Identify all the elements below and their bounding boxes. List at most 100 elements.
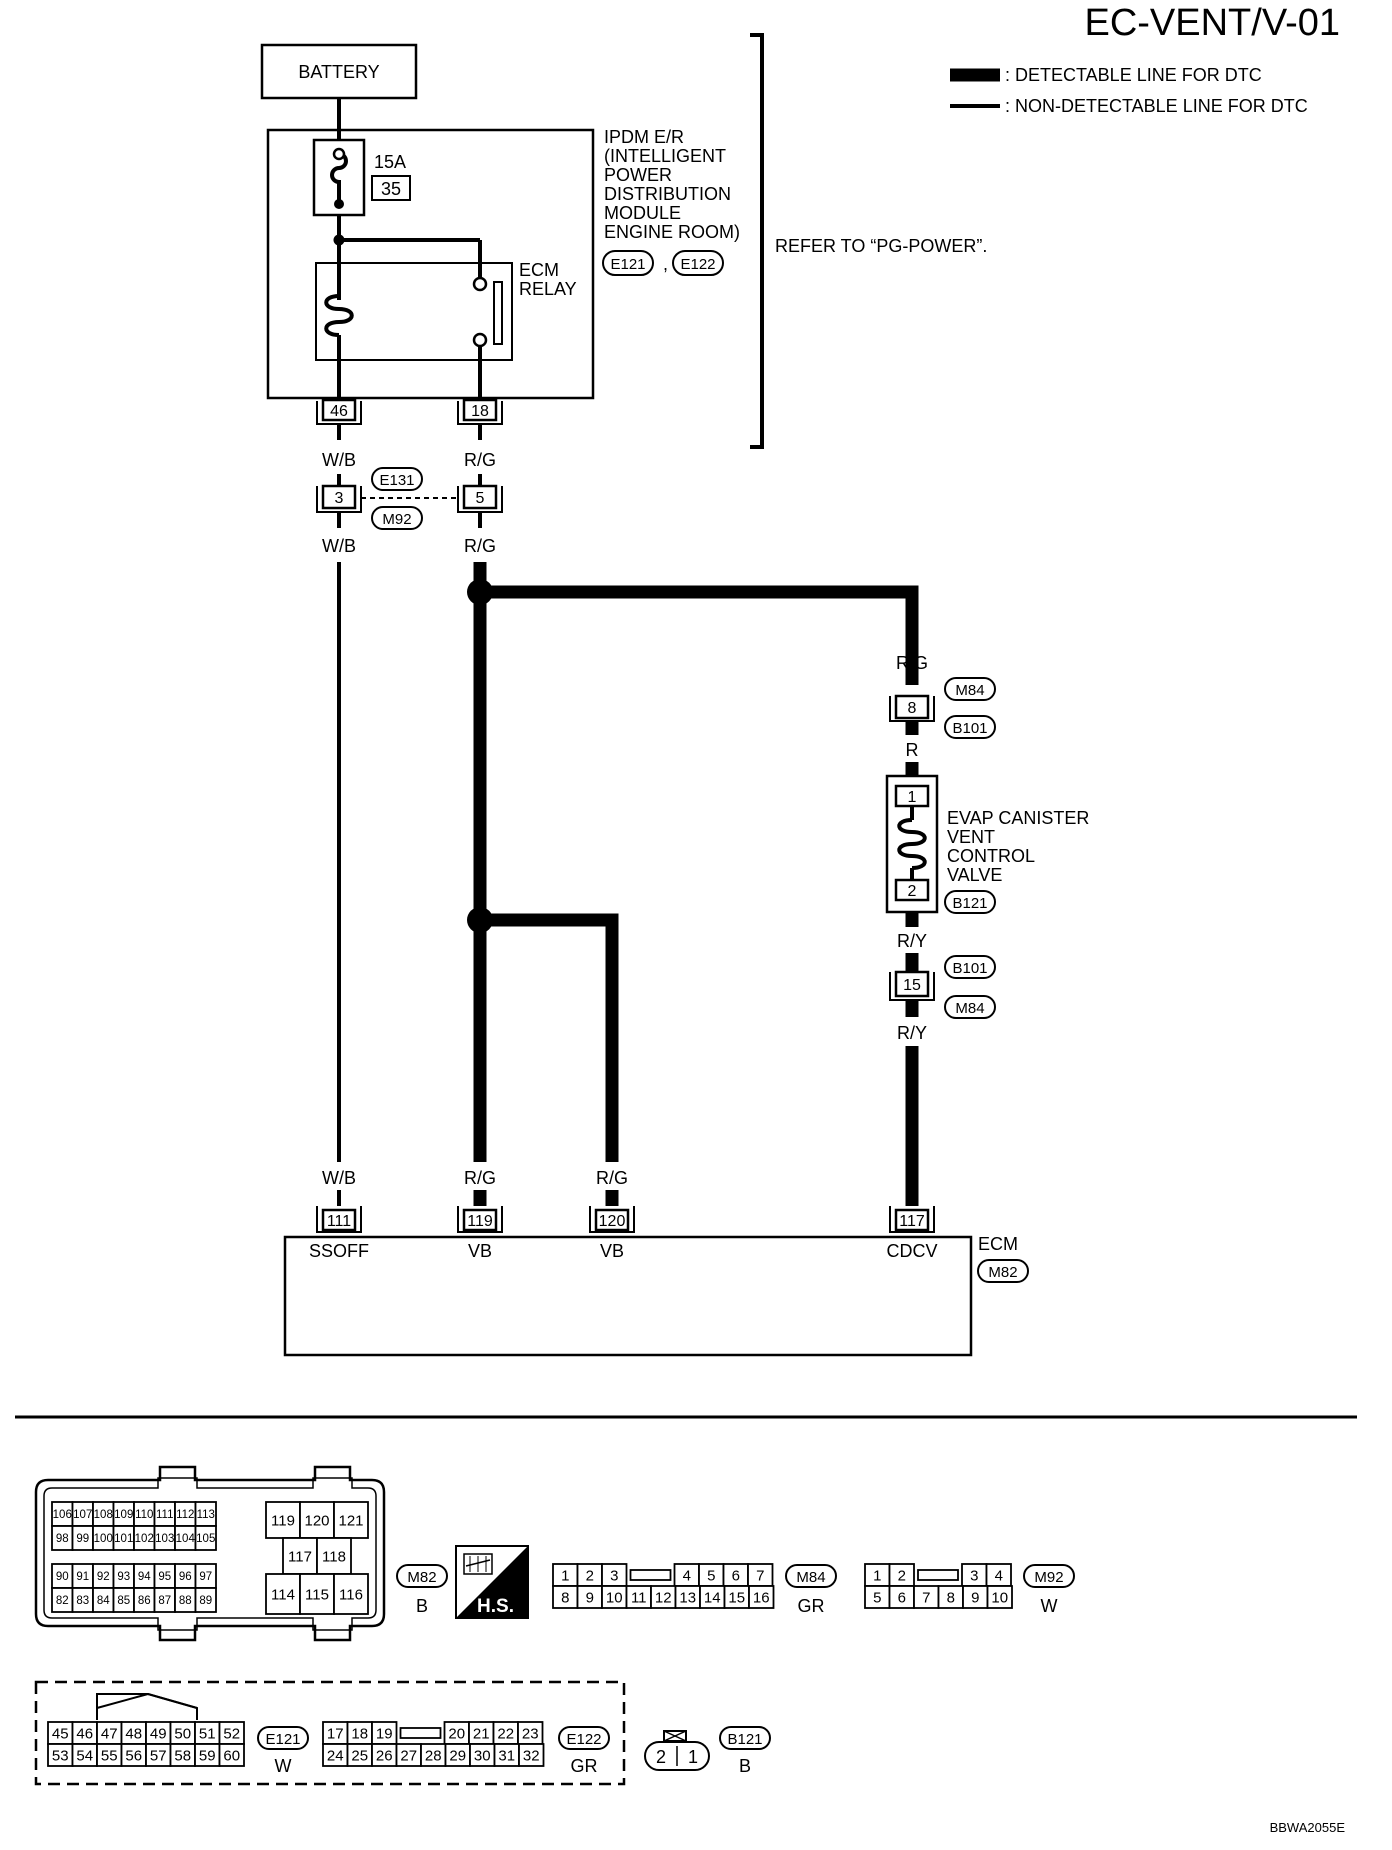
pin-number: 52: [223, 1725, 240, 1742]
connector-key: [917, 1569, 959, 1581]
pin-number: 101: [114, 1533, 133, 1545]
pin-number: 51: [199, 1725, 216, 1742]
connector-e122-face-tag: [558, 1726, 610, 1750]
svg-text:M84: M84: [955, 682, 984, 699]
svg-text:ENGINE ROOM): ENGINE ROOM): [604, 222, 740, 242]
pin-number: 23: [522, 1725, 539, 1742]
ipdm-connector-e121-tag: [602, 250, 654, 276]
pin-cell: [299, 1501, 335, 1539]
connector-m92-color: W: [1041, 1596, 1058, 1616]
pin-number: 8: [947, 1589, 955, 1606]
pin-number: 7: [756, 1567, 764, 1584]
pin-number: 82: [56, 1595, 69, 1607]
ecm-wire-119: R/G: [464, 1168, 496, 1188]
pin-number: 27: [400, 1747, 417, 1764]
valve-pin-2: 2: [908, 883, 917, 900]
pin-number: 11: [631, 1589, 647, 1606]
pin-number: 114: [271, 1586, 295, 1603]
svg-text:EVAP CANISTER: EVAP CANISTER: [947, 808, 1089, 828]
pin-number: 120: [304, 1512, 329, 1529]
pin-number: 105: [196, 1533, 215, 1545]
pin-number: 1: [873, 1567, 881, 1584]
fuse-number: 35: [381, 179, 401, 199]
pin-number: 58: [174, 1747, 191, 1764]
connector-m84-face-tag: [785, 1564, 837, 1588]
pin-number: 91: [76, 1571, 89, 1583]
pin-number: 10: [991, 1589, 1008, 1606]
svg-text:(INTELLIGENT: (INTELLIGENT: [604, 146, 726, 166]
fuse-number-box: [371, 175, 411, 201]
pin-number: 3: [970, 1567, 978, 1584]
connector-b121-face-tag: [719, 1726, 771, 1750]
wire-to-valve-rg: [480, 585, 919, 685]
pin-3: 3: [335, 490, 344, 507]
pin-number: 88: [179, 1595, 192, 1607]
connector-m92-tag: [371, 506, 423, 530]
svg-text:B121: B121: [727, 1731, 762, 1748]
svg-text:M92: M92: [1034, 1569, 1063, 1586]
ipdm-text: IPDM E/R (INTELLIGENT POWER DISTRIBUTION…: [604, 127, 740, 242]
svg-text:M82: M82: [988, 1264, 1017, 1281]
pin-number: 28: [425, 1747, 442, 1764]
wire-color-ry-upper: R/Y: [897, 931, 927, 951]
pin-15: 15: [903, 977, 921, 994]
svg-text:,: ,: [663, 254, 668, 274]
wire-color-rg-valve: R/G: [896, 653, 928, 673]
legend-non-detectable-label: : NON-DETECTABLE LINE FOR DTC: [1005, 96, 1308, 116]
svg-text:117: 117: [899, 1213, 925, 1230]
connector-b101-tag-lower: [944, 955, 996, 979]
pin-number: 107: [73, 1509, 92, 1521]
pin-number: 19: [376, 1725, 393, 1742]
pin-number: 54: [76, 1747, 93, 1764]
pin-number: 55: [101, 1747, 118, 1764]
svg-text:VALVE: VALVE: [947, 865, 1002, 885]
pin-number: 45: [52, 1725, 69, 1742]
connector-b101-tag-upper: [944, 715, 996, 739]
pin-number: 25: [351, 1747, 368, 1764]
pin-number: 115: [305, 1586, 329, 1603]
pin-number: 48: [125, 1725, 142, 1742]
legend-detectable-label: : DETECTABLE LINE FOR DTC: [1005, 65, 1262, 85]
pin-number: 95: [158, 1571, 171, 1583]
wire-color-rg-upper: R/G: [464, 450, 496, 470]
pin-number: 9: [971, 1589, 979, 1606]
pin-cell: [333, 1501, 369, 1539]
pin-number: 106: [53, 1509, 72, 1521]
ecm-pin-name-ssoff: SSOFF: [309, 1241, 369, 1261]
svg-text:E122: E122: [680, 256, 715, 273]
pin-number: 89: [199, 1595, 212, 1607]
svg-text:E122: E122: [566, 1731, 601, 1748]
pin-number: 4: [995, 1567, 1003, 1584]
ecm-wire-120: R/G: [596, 1168, 628, 1188]
refer-text: REFER TO “PG-POWER”.: [775, 236, 987, 256]
battery-box: [260, 43, 418, 100]
pin-number: 60: [223, 1747, 240, 1764]
pin-number: 96: [179, 1571, 192, 1583]
pin-number: 17: [327, 1725, 344, 1742]
pin-number: 30: [474, 1747, 491, 1764]
pin-number: 22: [497, 1725, 514, 1742]
pin-number: 6: [898, 1589, 906, 1606]
connector-m92-face-tag: [1023, 1564, 1075, 1588]
connector-b121-face: 2 1: [644, 1730, 710, 1771]
wire-color-ry-lower: R/Y: [897, 1023, 927, 1043]
pin-number: 18: [351, 1725, 368, 1742]
harness-side-icon: H.S.: [455, 1545, 529, 1619]
valve-coil: [897, 818, 927, 870]
pin-cell: [986, 1585, 1013, 1609]
svg-text:POWER: POWER: [604, 165, 672, 185]
pin-18: 18: [471, 403, 489, 420]
valve-label: EVAP CANISTER VENT CONTROL VALVE: [947, 808, 1089, 885]
pin-number: 49: [150, 1725, 167, 1742]
connector-e121-color: W: [275, 1756, 292, 1776]
pin-number: 2: [898, 1567, 906, 1584]
svg-text:E121: E121: [610, 256, 645, 273]
pin-number: 14: [704, 1589, 721, 1606]
svg-text:IPDM E/R: IPDM E/R: [604, 127, 684, 147]
ecm-connector-m82-tag: [977, 1259, 1029, 1283]
pin-number: 5: [873, 1589, 881, 1606]
